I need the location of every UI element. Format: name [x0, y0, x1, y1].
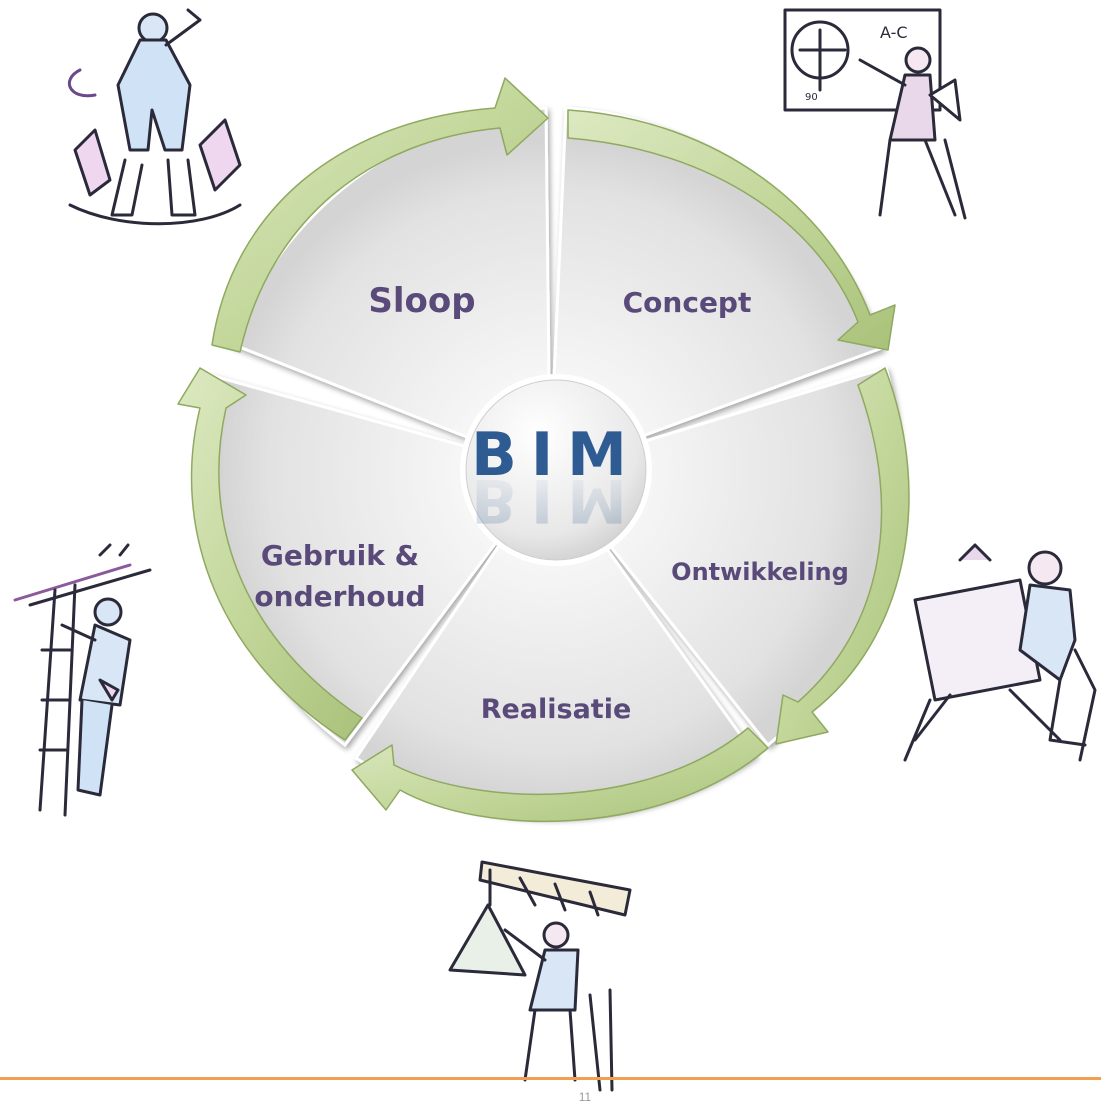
label-sloop: Sloop — [368, 281, 475, 321]
maintenance-worker-icon — [13, 543, 152, 817]
arrow-realisatie-gebruik — [351, 727, 769, 823]
bim-reflection: BIM — [471, 465, 641, 535]
bim-center-disc: BIM BIM — [460, 374, 652, 566]
label-concept: Concept — [623, 286, 752, 319]
arrow-sloop-concept — [211, 77, 549, 353]
bim-title: BIM — [471, 420, 641, 490]
page-number: 11 — [578, 1090, 592, 1104]
builder-crane-icon — [448, 860, 632, 1092]
label-realisatie: Realisatie — [481, 694, 632, 725]
draftsperson-icon — [903, 543, 1097, 762]
label-ontwikkeling: Ontwikkeling — [671, 558, 849, 586]
arrow-gebruik-sloop — [177, 367, 363, 741]
svg-text:90: 90 — [805, 92, 818, 103]
worker-demolition-icon — [67, 8, 242, 226]
arrow-ontwikkeling-realisatie — [775, 367, 910, 745]
label-gebruik-line1: Gebruik & — [261, 539, 419, 572]
presenter-icon: A-C 90 — [783, 8, 967, 220]
label-gebruik-line2: onderhoud — [254, 580, 425, 613]
footer-divider — [0, 1077, 1101, 1080]
svg-text:A-C: A-C — [880, 23, 908, 42]
arrow-concept-ontwikkeling — [567, 109, 896, 351]
